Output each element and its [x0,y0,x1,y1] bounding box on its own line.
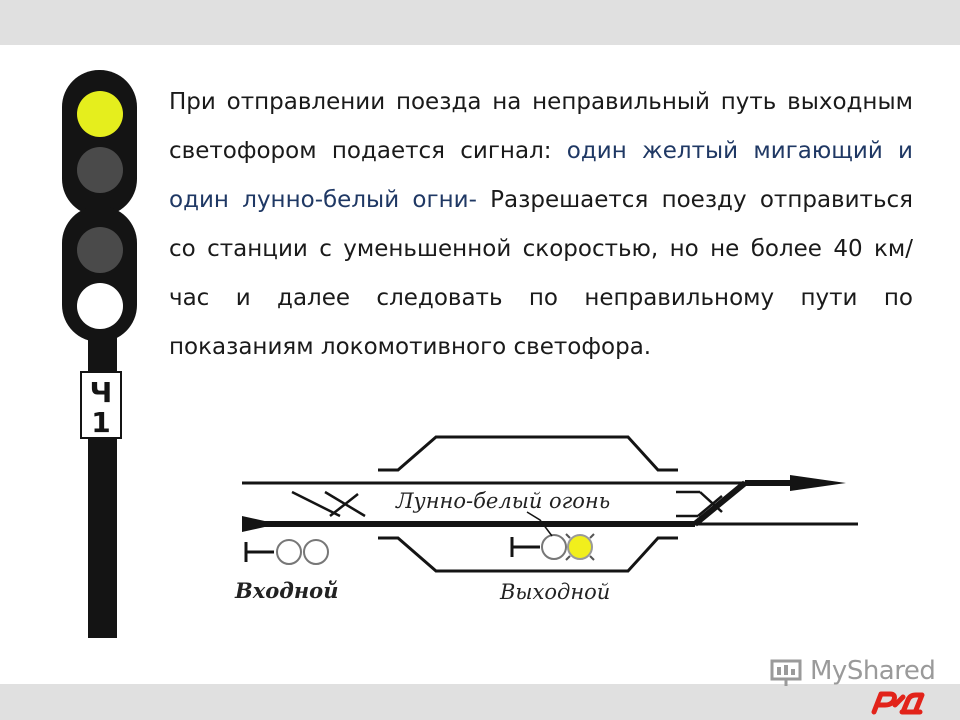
label-exit-signal: Выходной [500,580,611,604]
description-part-3: Разрешается поезду отправиться со станци… [169,187,913,360]
description-signal-aspect: один желтый мигающий и один лунно-белый … [169,138,913,213]
signal-lamp-dark-1 [77,147,123,193]
label-entry-signal: Входной [235,578,339,603]
arrow-head-main [242,516,278,532]
signal-plate-letter: Ч [90,376,113,409]
presentation-icon [770,659,802,686]
bottom-band [0,684,960,720]
entry-signal-symbol [244,539,329,565]
exit-signal-illustration: Ч 1 [62,70,137,638]
watermark: MyShared [766,655,936,687]
top-band [0,0,960,45]
track-lines [242,435,858,573]
signal-plate-number: 1 [91,406,110,439]
track-diagram [242,435,858,573]
rzd-logo-icon [871,691,925,715]
signal-plate [80,371,122,439]
signal-lamp-yellow [77,91,123,137]
signal-description: При отправлении поезда на неправильный п… [169,78,913,372]
description-part-1: При отправлении поезда на неправильный п… [169,89,913,164]
watermark-text: MyShared [810,656,936,686]
exit-signal-symbol [510,533,595,561]
arrow-head-exit [790,475,846,491]
label-leader-line [526,511,553,537]
label-moon-white-light: Лунно-белый огонь [396,489,611,513]
signal-mast [88,300,117,638]
signal-lamp-white [77,283,123,329]
signal-lamp-dark-2 [77,227,123,273]
